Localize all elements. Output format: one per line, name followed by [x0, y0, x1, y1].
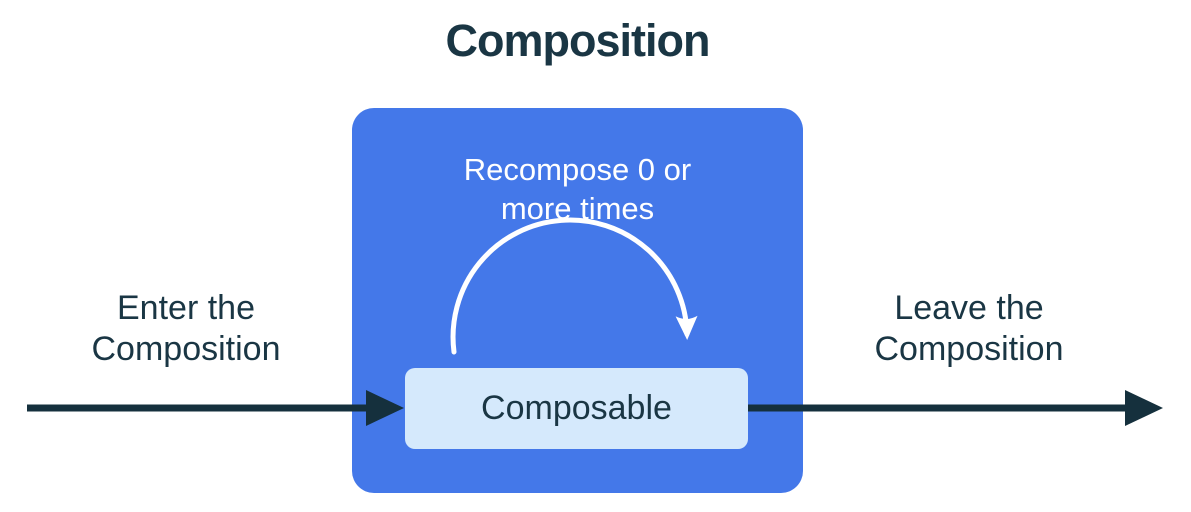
- enter-composition-label: Enter the Composition: [26, 288, 346, 370]
- recompose-label-line2: more times: [500, 191, 655, 226]
- leave-composition-label-line1: Leave the: [894, 289, 1044, 327]
- leave-arrow-head: [1125, 390, 1163, 426]
- recompose-label-line1: Recompose 0 or: [463, 152, 692, 187]
- enter-arrow-icon: [27, 390, 404, 426]
- leave-composition-label-line2: Composition: [874, 330, 1064, 368]
- enter-composition-label-line2: Composition: [91, 330, 281, 368]
- composable-label: Composable: [481, 389, 672, 427]
- leave-composition-label: Leave the Composition: [809, 288, 1129, 370]
- composable-box: Composable: [405, 368, 748, 449]
- diagram-title: Composition: [445, 15, 711, 66]
- recompose-label: Recompose 0 or more times: [352, 150, 803, 228]
- leave-arrow-icon: [748, 390, 1163, 426]
- enter-composition-label-line1: Enter the: [117, 289, 255, 327]
